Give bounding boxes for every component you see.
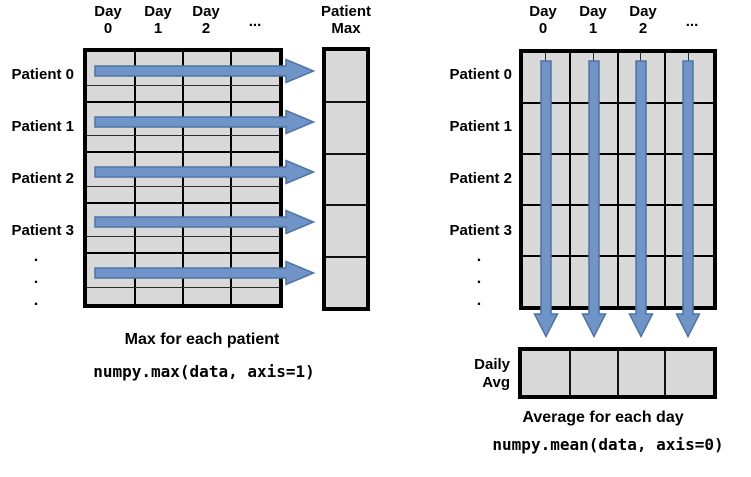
output-column-patient-max bbox=[322, 47, 370, 311]
row-label-patient1: Patient 1 bbox=[11, 118, 74, 135]
row-max-arrow-icon bbox=[94, 260, 316, 286]
col-header-day0: Day 0 bbox=[529, 3, 557, 37]
col-header-ellipsis: ... bbox=[248, 13, 262, 30]
column-mean-arrow-icon bbox=[581, 60, 607, 339]
row-label-patient3: Patient 3 bbox=[11, 222, 74, 239]
grid-line bbox=[326, 204, 366, 206]
grid-subline bbox=[87, 85, 279, 86]
output-row-daily-avg bbox=[518, 347, 717, 399]
row-max-arrow-icon bbox=[94, 109, 316, 135]
row-label-patient2: Patient 2 bbox=[449, 170, 512, 187]
row-label-patient0: Patient 0 bbox=[11, 66, 74, 83]
col-header-day2: Day 2 bbox=[629, 3, 657, 37]
grid-line bbox=[87, 151, 279, 153]
col-header-day1: Day 1 bbox=[579, 3, 607, 37]
code-axis1: numpy.max(data, axis=1) bbox=[93, 362, 315, 381]
grid-line bbox=[569, 351, 571, 395]
grid-line bbox=[664, 351, 666, 395]
grid-line bbox=[230, 52, 232, 304]
output-label-daily-avg: Daily Avg bbox=[474, 356, 510, 391]
row-max-arrow-icon bbox=[94, 209, 316, 235]
row-max-arrow-icon bbox=[94, 58, 316, 84]
grid-subline bbox=[87, 135, 279, 136]
col-header-day2: Day 2 bbox=[192, 3, 220, 37]
row-ellipsis-dots: . . . bbox=[33, 248, 39, 309]
data-grid-axis1 bbox=[83, 48, 316, 308]
column-mean-arrow-icon bbox=[628, 60, 654, 339]
grid-line bbox=[134, 52, 136, 304]
grid-line bbox=[326, 256, 366, 258]
grid-line bbox=[87, 252, 279, 254]
caption-axis1: Max for each patient bbox=[124, 331, 280, 348]
output-header-patient-max: Patient Max bbox=[320, 3, 371, 37]
grid-subline bbox=[87, 186, 279, 187]
data-grid-axis0 bbox=[519, 49, 717, 339]
column-mean-arrow-icon bbox=[533, 60, 559, 339]
row-label-patient2: Patient 2 bbox=[11, 170, 74, 187]
grid-line bbox=[326, 101, 366, 103]
grid-line bbox=[664, 53, 666, 306]
grid-line bbox=[617, 351, 619, 395]
row-label-patient0: Patient 0 bbox=[449, 66, 512, 83]
col-header-day0: Day 0 bbox=[94, 3, 122, 37]
grid-line bbox=[182, 52, 184, 304]
grid-line bbox=[617, 53, 619, 306]
grid-line bbox=[326, 153, 366, 155]
grid-line bbox=[87, 101, 279, 103]
grid-line bbox=[87, 202, 279, 204]
caption-axis0: Average for each day bbox=[522, 409, 684, 426]
row-label-patient3: Patient 3 bbox=[449, 222, 512, 239]
grid-subline bbox=[87, 287, 279, 288]
row-ellipsis-dots: . . . bbox=[476, 248, 482, 309]
col-header-ellipsis: ... bbox=[685, 13, 699, 30]
row-label-patient1: Patient 1 bbox=[449, 118, 512, 135]
row-max-arrow-icon bbox=[94, 159, 316, 185]
column-mean-arrow-icon bbox=[675, 60, 701, 339]
col-header-day1: Day 1 bbox=[144, 3, 172, 37]
code-axis0: numpy.mean(data, axis=0) bbox=[492, 435, 724, 454]
grid-subline bbox=[87, 236, 279, 237]
grid-line bbox=[569, 53, 571, 306]
